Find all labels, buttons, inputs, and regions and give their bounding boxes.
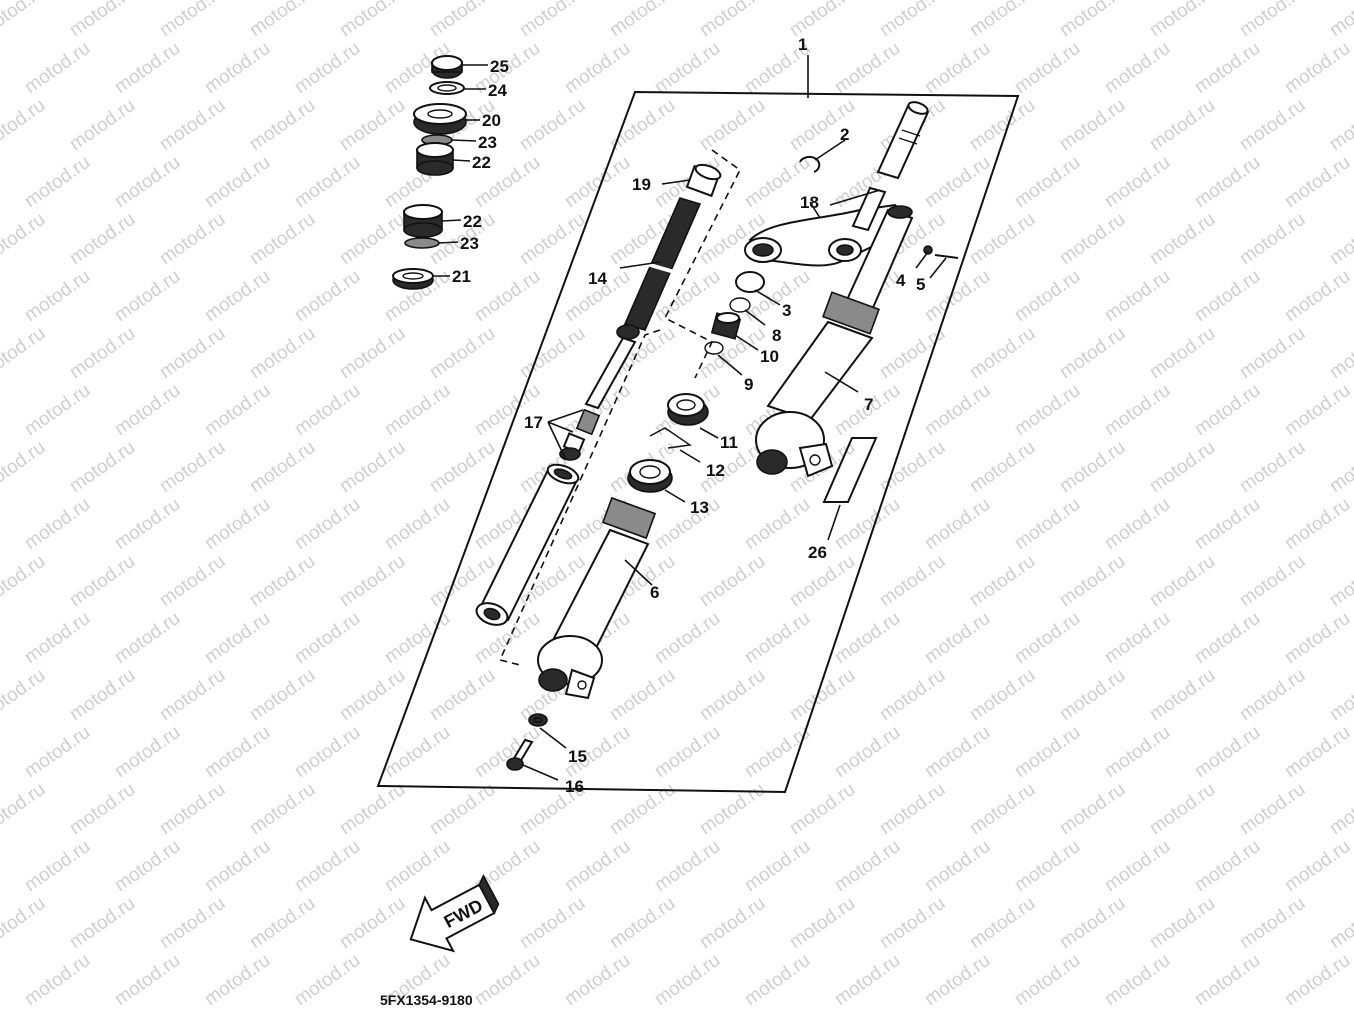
dust-seal-hole xyxy=(402,272,424,280)
race-upper-bottom xyxy=(416,160,454,176)
drawing-code: 5FX1354-9180 xyxy=(380,992,473,1008)
forward-direction-arrow: FWD xyxy=(409,873,500,953)
callout-24: 24 xyxy=(488,81,507,100)
inner-group-bracket-left xyxy=(498,329,661,666)
inner-tube-right-part xyxy=(844,205,914,312)
ring-nut-top xyxy=(431,55,463,71)
leader-lines xyxy=(433,55,947,781)
damper-rod-part xyxy=(559,324,640,461)
callout-11: 11 xyxy=(720,433,738,452)
steering-stem-part xyxy=(876,101,930,180)
callout-12: 12 xyxy=(706,461,725,480)
label-plate-part xyxy=(822,437,878,503)
callout-22-upper: 22 xyxy=(472,153,491,172)
bearing-cover-top xyxy=(413,103,467,125)
callout-13: 13 xyxy=(690,498,709,517)
outer-tube-right-part xyxy=(755,291,880,478)
o-ring-9-part xyxy=(704,341,724,355)
callout-23-upper: 23 xyxy=(478,133,497,152)
lower-bracket-part xyxy=(744,186,903,267)
dust-seal-top xyxy=(392,268,434,284)
fork-spring-part xyxy=(623,197,702,331)
callout-22-lower: 22 xyxy=(463,212,482,231)
inner-group-bracket-right xyxy=(663,149,742,379)
race-lower-top xyxy=(403,204,443,220)
lock-washer-hole xyxy=(437,84,457,92)
callout-5: 5 xyxy=(916,275,925,294)
callout-23-lower: 23 xyxy=(460,234,479,253)
steering-bearing-stack xyxy=(392,55,467,290)
callout-19: 19 xyxy=(632,175,651,194)
ball-race-lower-part xyxy=(404,237,440,249)
outer-tube-left-part xyxy=(537,496,657,700)
race-upper-top xyxy=(416,142,454,158)
callout-1: 1 xyxy=(798,35,807,54)
bolt-5-part xyxy=(934,254,959,259)
callout-4: 4 xyxy=(896,271,906,290)
callout-labels: 1 2 3 4 5 6 7 8 9 10 11 12 13 14 15 16 1… xyxy=(452,35,925,796)
circlip-part xyxy=(649,427,692,449)
callout-8: 8 xyxy=(772,326,781,345)
lock-washer-part xyxy=(429,81,465,95)
washer-4-part xyxy=(923,245,933,255)
callout-3: 3 xyxy=(782,301,791,320)
callout-17: 17 xyxy=(524,413,543,432)
o-ring-8-part xyxy=(729,297,751,313)
callout-20: 20 xyxy=(482,111,501,130)
callout-25: 25 xyxy=(490,57,509,76)
callout-26: 26 xyxy=(808,543,827,562)
callout-18: 18 xyxy=(800,193,819,212)
callout-15: 15 xyxy=(568,747,587,766)
callout-14: 14 xyxy=(588,269,607,288)
callout-9: 9 xyxy=(744,375,753,394)
callout-21: 21 xyxy=(452,267,471,286)
callout-6: 6 xyxy=(650,583,659,602)
inner-tube-left-part xyxy=(475,463,580,626)
callout-16: 16 xyxy=(565,777,584,796)
dust-seal-lower-part xyxy=(627,459,673,493)
bearing-cover-hole xyxy=(427,109,453,119)
callout-2: 2 xyxy=(840,125,849,144)
race-lower-bottom xyxy=(403,222,443,238)
o-ring-3-part xyxy=(735,271,765,293)
copper-washer-part xyxy=(528,713,548,727)
callout-10: 10 xyxy=(760,347,779,366)
callout-7: 7 xyxy=(864,395,873,414)
bushing-10-part xyxy=(710,312,742,340)
oil-seal-part xyxy=(667,393,709,426)
assembly-frame xyxy=(376,90,1020,794)
drain-bolt-part xyxy=(506,738,534,771)
spring-collar-part xyxy=(685,163,722,198)
